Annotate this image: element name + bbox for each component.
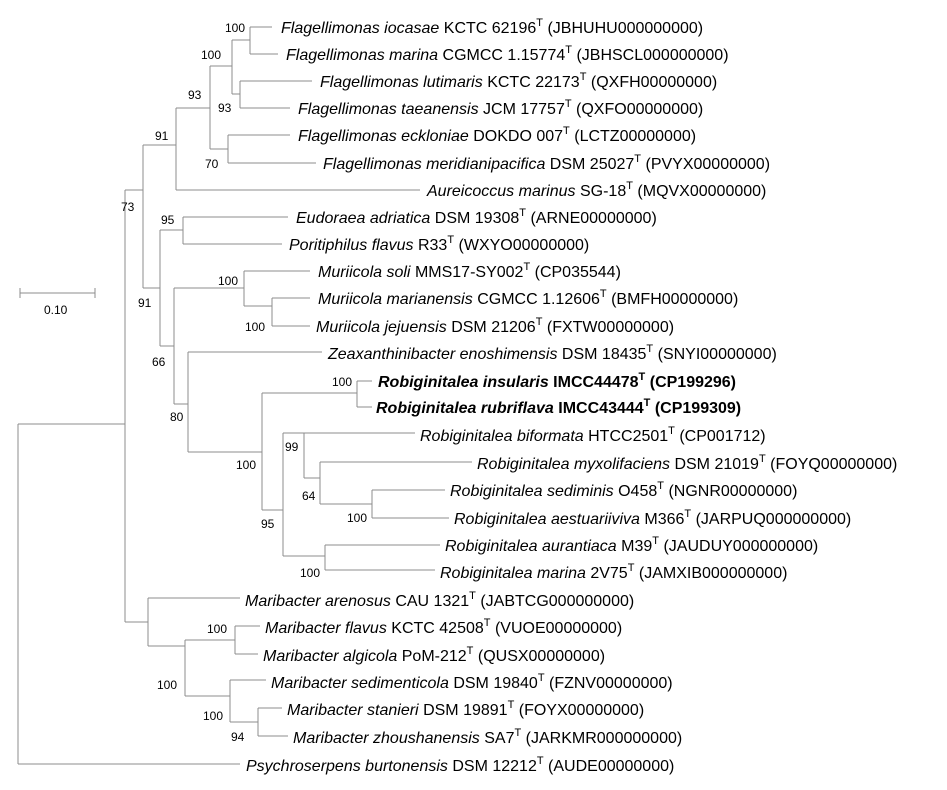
taxon-label: Robiginitalea aestuariiviva M366T (JARPU… [454, 504, 851, 528]
taxon-label: Maribacter sedimenticola DSM 19840T (FZN… [271, 668, 673, 692]
taxon-label: Flagellimonas taeanensis JCM 17757T (QXF… [298, 94, 703, 118]
bootstrap-value: 93 [188, 88, 202, 102]
bootstrap-value: 100 [245, 320, 265, 334]
taxon-label: Eudoraea adriatica DSM 19308T (ARNE00000… [296, 203, 657, 227]
taxon-label: Psychroserpens burtonensis DSM 12212T (A… [246, 751, 674, 775]
bootstrap-value: 100 [300, 566, 320, 580]
bootstrap-value: 95 [261, 517, 275, 531]
taxon-label: Flagellimonas meridianipacifica DSM 2502… [323, 149, 770, 173]
bootstrap-value: 91 [138, 296, 152, 310]
bootstrap-value: 80 [170, 410, 184, 424]
taxon-label: Poritiphilus flavus R33T (WXYO00000000) [289, 230, 589, 254]
bootstrap-value: 100 [157, 678, 177, 692]
bootstrap-value: 66 [152, 355, 166, 369]
bootstrap-value: 100 [207, 622, 227, 636]
taxon-label: Maribacter arenosus CAU 1321T (JABTCG000… [245, 586, 634, 610]
bootstrap-value: 94 [231, 730, 245, 744]
bootstrap-value: 100 [218, 274, 238, 288]
taxon-label: Maribacter stanieri DSM 19891T (FOYX0000… [287, 695, 644, 719]
taxon-label: Flagellimonas iocasae KCTC 62196T (JBHUH… [281, 13, 703, 37]
taxon-label: Robiginitalea myxolifaciens DSM 21019T (… [477, 449, 897, 473]
taxon-label: Maribacter flavus KCTC 42508T (VUOE00000… [265, 613, 622, 637]
taxon-label: Zeaxanthinibacter enoshimensis DSM 18435… [327, 339, 777, 363]
taxon-label: Maribacter algicola PoM-212T (QUSX000000… [263, 641, 605, 665]
bootstrap-value: 100 [203, 709, 223, 723]
scale-bar-label: 0.10 [44, 303, 68, 317]
taxon-label: Muriicola soli MMS17-SY002T (CP035544) [318, 257, 621, 281]
taxon-label: Muriicola marianensis CGMCC 1.12606T (BM… [318, 284, 738, 308]
taxon-label: Robiginitalea sediminis O458T (NGNR00000… [450, 476, 797, 500]
bootstrap-value: 70 [205, 157, 219, 171]
taxon-label: Flagellimonas eckloniae DOKDO 007T (LCTZ… [298, 121, 696, 145]
taxon-label-highlighted: Robiginitalea insularis IMCC44478T (CP19… [378, 367, 736, 391]
scale-bar: 0.10 [19, 288, 96, 317]
bootstrap-value: 100 [236, 458, 256, 472]
bootstrap-value: 100 [332, 375, 352, 389]
bootstrap-value: 95 [161, 213, 175, 227]
bootstrap-values: 100 100 93 93 70 91 95 100 100 91 66 100… [121, 21, 367, 744]
taxon-labels: Flagellimonas iocasae KCTC 62196T (JBHUH… [245, 13, 897, 775]
bootstrap-value: 93 [218, 101, 232, 115]
taxon-label: Robiginitalea biformata HTCC2501T (CP001… [420, 421, 766, 445]
taxon-label-highlighted: Robiginitalea rubriflava IMCC43444T (CP1… [376, 393, 741, 417]
bootstrap-value: 100 [347, 511, 367, 525]
bootstrap-value: 91 [155, 129, 169, 143]
bootstrap-value: 73 [121, 200, 135, 214]
bootstrap-value: 64 [302, 489, 316, 503]
taxon-label: Muriicola jejuensis DSM 21206T (FXTW0000… [316, 312, 674, 336]
taxon-label: Aureicoccus marinus SG-18T (MQVX00000000… [426, 176, 766, 200]
tree-branches [17, 26, 472, 765]
taxon-label: Flagellimonas marina CGMCC 1.15774T (JBH… [286, 40, 729, 64]
taxon-label: Robiginitalea aurantiaca M39T (JAUDUY000… [445, 531, 818, 555]
taxon-label: Maribacter zhoushanensis SA7T (JARKMR000… [293, 723, 682, 747]
bootstrap-value: 100 [201, 48, 221, 62]
taxon-label: Robiginitalea marina 2V75T (JAMXIB000000… [440, 558, 787, 582]
taxon-label: Flagellimonas lutimaris KCTC 22173T (QXF… [320, 67, 717, 91]
bootstrap-value: 100 [225, 21, 245, 35]
bootstrap-value: 99 [285, 440, 299, 454]
